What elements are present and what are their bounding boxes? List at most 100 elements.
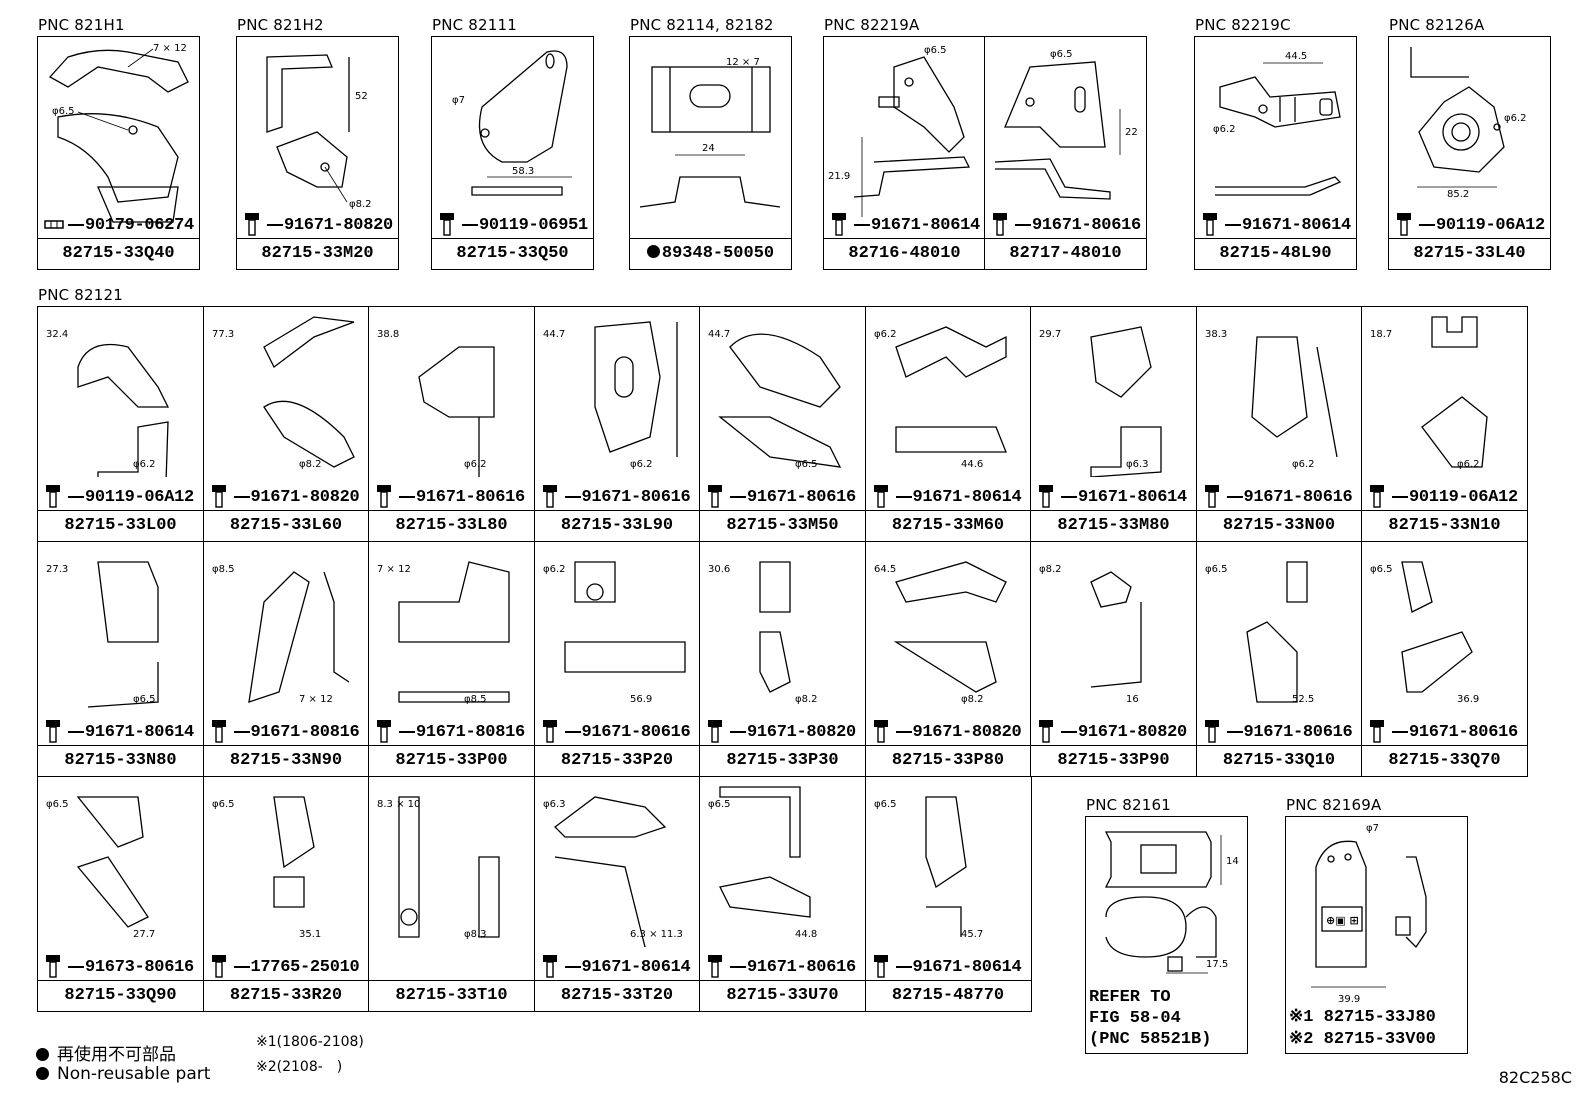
part-cell[interactable]: 22 φ6.5 91671-80616 82717-48010: [984, 36, 1147, 270]
part-number[interactable]: 82715-33Q50: [432, 238, 593, 269]
variant-part-number[interactable]: ※2 82715-33V00: [1289, 1030, 1436, 1049]
part-number[interactable]: 82715-48770: [865, 980, 1031, 1011]
part-number-text: 89348-50050: [661, 244, 775, 263]
bracket-drawing: 22 φ6.5: [994, 49, 1138, 200]
part-number[interactable]: 82715-33P90: [1031, 745, 1196, 776]
part-number[interactable]: 89348-50050: [630, 238, 791, 269]
fastener-part-number: 91671-80816: [234, 723, 360, 742]
fastener-part-number: 91671-80614: [1225, 216, 1351, 235]
part-cell[interactable]: 58.3 φ7 90119-06951 82715-33Q50: [431, 36, 594, 270]
part-cell[interactable]: 14 17.5 REFER TO FIG 58-04 (PNC 58521B): [1085, 816, 1248, 1054]
part-number[interactable]: 82715-33P30: [700, 745, 865, 776]
part-number[interactable]: 82715-33M20: [237, 238, 398, 269]
bolt-icon: [832, 213, 846, 236]
part-number[interactable]: 82715-33M60: [865, 510, 1031, 541]
part-cell[interactable]: φ6.5 7 × 12 90179-06274 82715-33Q40: [37, 36, 200, 270]
part-number[interactable]: 82715-33M80: [1031, 510, 1196, 541]
non-reusable-dot-icon: [36, 1067, 49, 1080]
part-number[interactable]: 82715-48L90: [1195, 238, 1356, 269]
part-number[interactable]: 82715-33L80: [369, 510, 534, 541]
fastener-part-number: 91671-80616: [565, 723, 691, 742]
fastener-part-number: 91671-80614: [896, 958, 1022, 977]
part-number[interactable]: 82716-48010: [824, 238, 985, 269]
part-number[interactable]: 82715-33N90: [203, 745, 369, 776]
stamp-icon: ⊕▣ ⊞: [1326, 914, 1359, 927]
part-number[interactable]: 82715-33P20: [534, 745, 700, 776]
part-number[interactable]: 82715-33Q10: [1196, 745, 1362, 776]
dim-label: 52.5: [1292, 694, 1314, 705]
dim-label: φ7: [452, 95, 465, 106]
bracket-drawing: 30.6φ8.2: [708, 561, 818, 705]
part-cell[interactable]: 21.9 φ6.5 91671-80614 82716-48010: [823, 36, 986, 270]
part-number[interactable]: 82715-33N80: [38, 745, 203, 776]
part-cell[interactable]: 52 φ8.2 91671-80820 82715-33M20: [236, 36, 399, 270]
fastener-part-number: 90119-06A12: [68, 488, 194, 507]
part-number[interactable]: 82715-33L90: [534, 510, 700, 541]
bracket-drawing: φ8.216: [1039, 564, 1142, 705]
bracket-drawing: φ6.527.7: [46, 796, 155, 940]
dim-label: φ7: [1366, 823, 1379, 834]
part-number[interactable]: 82715-33N10: [1362, 510, 1527, 541]
part-number[interactable]: 82715-33Q40: [38, 238, 199, 269]
part-number[interactable]: 82715-33P80: [865, 745, 1031, 776]
part-number[interactable]: 82715-33P00: [369, 745, 534, 776]
part-number[interactable]: 82715-33N00: [1196, 510, 1362, 541]
part-number[interactable]: 82715-33M50: [700, 510, 865, 541]
dim-label: φ6.2: [1457, 459, 1480, 470]
dim-label: φ6.5: [1370, 564, 1393, 575]
dim-label: 22: [1125, 127, 1138, 138]
part-number[interactable]: 82715-33T20: [534, 980, 700, 1011]
dim-label: φ6.5: [708, 799, 731, 810]
part-number[interactable]: 82715-33L00: [38, 510, 203, 541]
dim-label: 44.7: [708, 329, 730, 340]
variant-part-number[interactable]: ※1 82715-33J80: [1289, 1008, 1436, 1027]
dim-label: 21.9: [828, 171, 850, 182]
dim-label: 85.2: [1447, 189, 1469, 200]
part-number[interactable]: 82715-33R20: [203, 980, 369, 1011]
part-number[interactable]: 82715-33L60: [203, 510, 369, 541]
pnc-label: PNC 82169A: [1286, 796, 1382, 814]
bracket-drawing: φ6.256.9: [543, 561, 686, 705]
bracket-drawing: 58.3 φ7: [452, 50, 572, 196]
dim-label: φ6.5: [924, 45, 947, 56]
part-cell[interactable]: ⊕▣ ⊞ 39.9 φ7 ※1 82715-33J80 ※2 82715-33V…: [1285, 816, 1468, 1054]
part-cell[interactable]: 44.5 φ6.2 91671-80614 82715-48L90: [1194, 36, 1357, 270]
part-number[interactable]: 82715-33U70: [700, 980, 865, 1011]
dim-label: φ6.2: [1213, 124, 1236, 135]
part-number[interactable]: 82715-33Q90: [38, 980, 203, 1011]
part-cell[interactable]: 12 × 7 24 89348-50050: [629, 36, 792, 270]
part-number[interactable]: 82715-33Q70: [1362, 745, 1527, 776]
part-number[interactable]: 82715-33T10: [369, 980, 534, 1011]
part-number[interactable]: 82717-48010: [985, 238, 1146, 269]
bolt-icon: [211, 485, 226, 508]
part-cell[interactable]: 85.2 φ6.2 90119-06A12 82715-33L40: [1388, 36, 1551, 270]
part-number[interactable]: 82715-33L40: [1389, 238, 1550, 269]
dim-label: φ6.2: [1504, 113, 1527, 124]
dim-label: 64.5: [874, 564, 896, 575]
dim-label: 77.3: [212, 329, 234, 340]
